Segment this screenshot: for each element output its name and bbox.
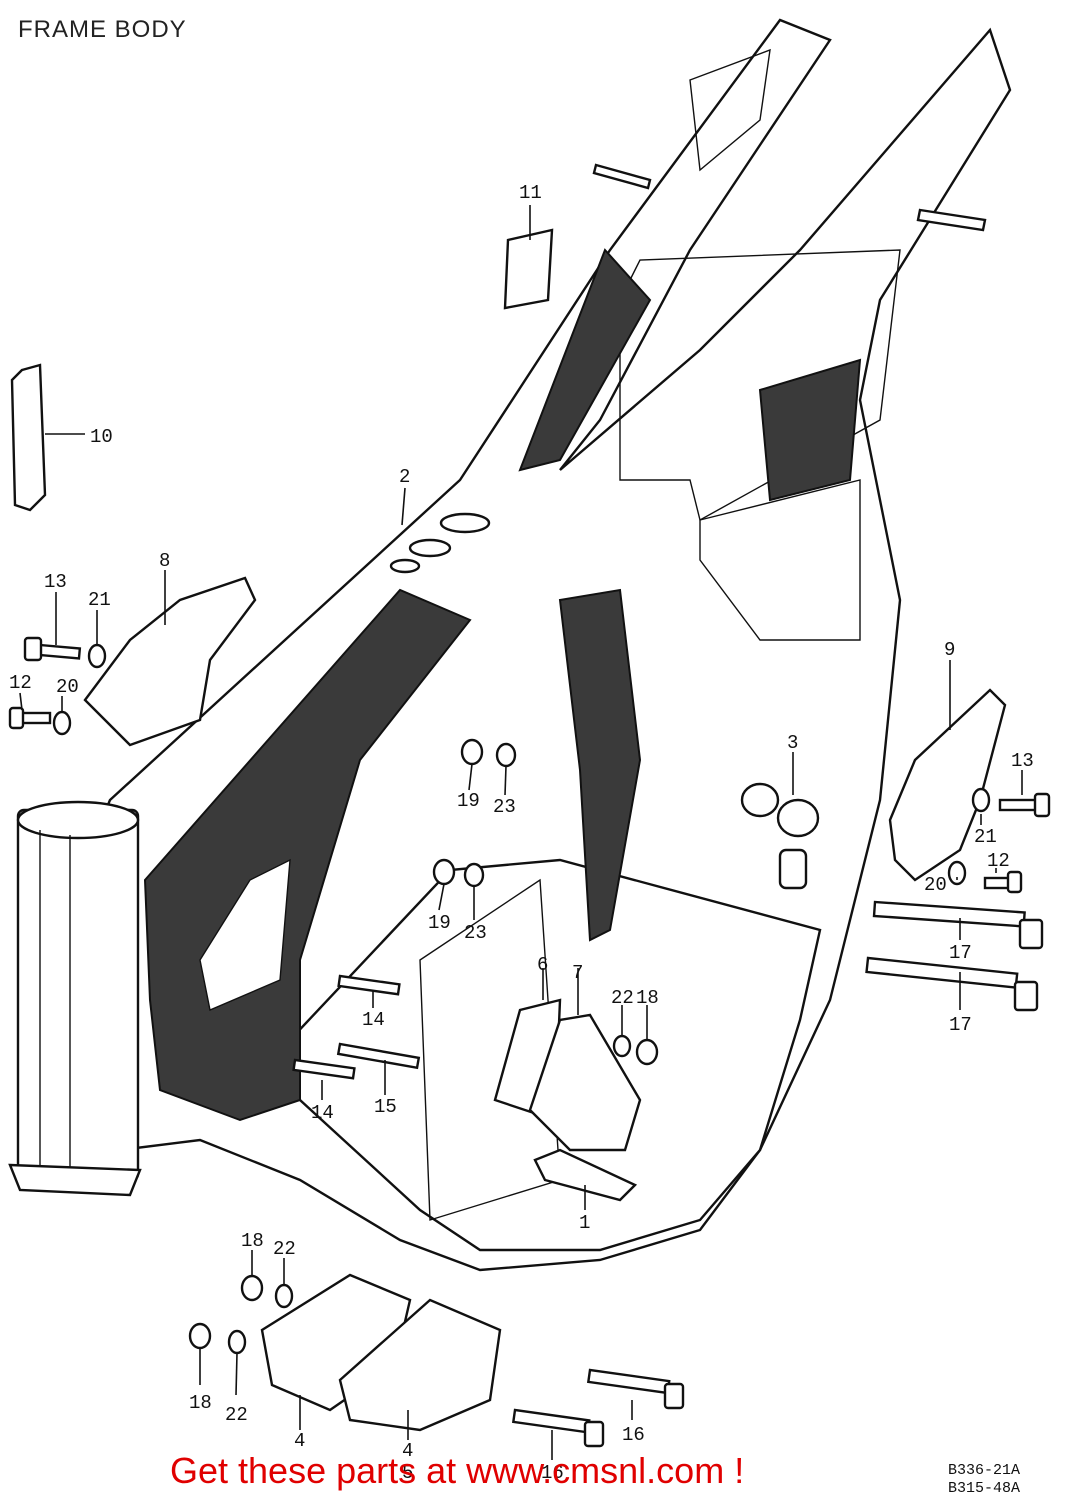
diagram-title: FRAME BODY [18,16,187,43]
callout-15: 15 [374,1096,397,1118]
callout-1: 1 [579,1212,590,1234]
callout-19a: 19 [457,790,480,812]
callout-23a: 23 [493,796,516,818]
callout-9: 9 [944,639,955,661]
callout-6: 6 [537,954,548,976]
callout-20b: 20 [924,874,947,896]
callout-4a: 4 [294,1430,305,1452]
callout-21b: 21 [974,826,997,848]
callout-18a: 18 [636,987,659,1009]
callout-5a: 5 [402,1462,413,1484]
head-pipe [8,800,142,1197]
part-5-plate [338,1298,502,1432]
callout-14b: 14 [311,1102,334,1124]
diagram-code-2: B315-48A [948,1480,1021,1497]
callout-18c: 18 [189,1392,212,1414]
bolts [8,636,1051,1448]
part-8-bracket [83,576,257,747]
callout-3: 3 [787,732,798,754]
callout-7: 7 [572,962,583,984]
callout-17b: 17 [949,1014,972,1036]
part-1-clip [533,1148,638,1202]
callout-16a: 16 [622,1424,645,1446]
callout-22b: 22 [273,1238,296,1260]
callout-20a: 20 [56,676,79,698]
callout-4b: 4 [402,1440,413,1462]
callout-8: 8 [159,550,170,572]
callout-13a: 13 [44,571,67,593]
callout-13b: 13 [1011,750,1034,772]
callout-18b: 18 [241,1230,264,1252]
promo-link[interactable]: Get these parts at www.cmsnl.com ! [170,1450,745,1491]
callout-12a: 12 [9,672,32,694]
callout-17a: 17 [949,942,972,964]
callout-23b: 23 [464,922,487,944]
callout-11: 11 [519,182,542,204]
frame-body [8,18,1012,1272]
part-11-label [503,228,554,310]
callout-10: 10 [90,426,113,448]
callout-12b: 12 [987,850,1010,872]
callout-labels: 10 11 2 8 13 21 12 20 9 3 13 21 12 20 19… [9,182,1034,1484]
diagram-code-1: B336-21A [948,1462,1021,1479]
callout-16b: 16 [541,1462,564,1484]
part-7-plate [528,1013,642,1152]
leader-lines [19,205,1023,1460]
callout-22a: 22 [611,987,634,1009]
callout-14a: 14 [362,1009,385,1031]
callout-2: 2 [399,466,410,488]
callout-21a: 21 [88,589,111,611]
callout-22c: 22 [225,1404,248,1426]
callout-19b: 19 [428,912,451,934]
part-10-pad [10,363,47,512]
